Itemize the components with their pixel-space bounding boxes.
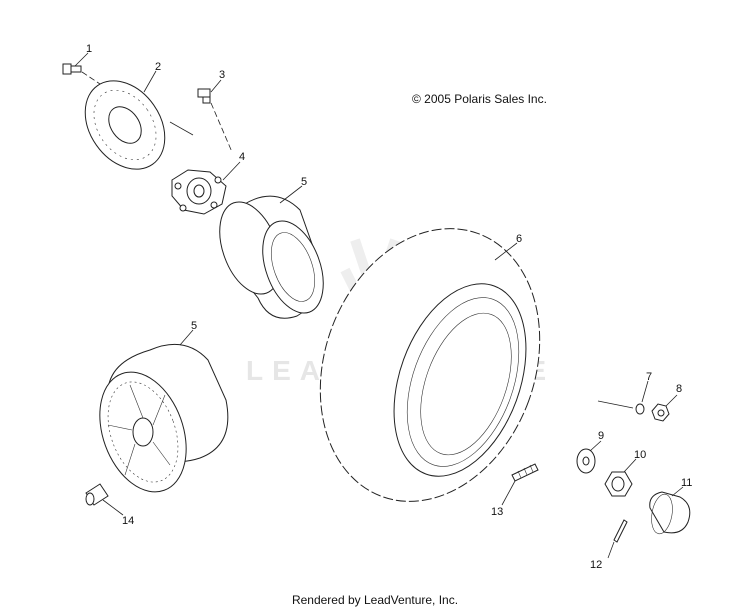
- footer-credit: Rendered by LeadVenture, Inc.: [291, 593, 459, 607]
- leader-line: [597, 400, 634, 409]
- callout-5-upper: 5: [301, 176, 307, 188]
- callout-5-lower: 5: [191, 320, 197, 332]
- callout-14: 14: [122, 515, 134, 527]
- part-13-wheel-stud[interactable]: [511, 463, 539, 482]
- part-8-nut[interactable]: [651, 403, 670, 422]
- callout-6: 6: [516, 233, 522, 245]
- callout-1: 1: [86, 43, 92, 55]
- leader-line: [210, 102, 233, 153]
- part-2-brake-disc[interactable]: [69, 66, 181, 185]
- callout-11: 11: [681, 477, 692, 489]
- part-9-washer[interactable]: [576, 448, 596, 474]
- callout-12: 12: [590, 559, 602, 571]
- part-1-bolt[interactable]: [62, 63, 82, 75]
- callout-10: 10: [634, 449, 646, 461]
- callout-13: 13: [491, 506, 503, 518]
- part-5-wheel-rim-lower[interactable]: [84, 343, 229, 504]
- callout-numbers: 1 2 3 4 5 6 5 7 8 9 10 11 12 13 14: [86, 43, 692, 571]
- leader-line: [81, 71, 104, 87]
- part-4-hub[interactable]: [171, 169, 227, 215]
- part-12-cotter-pin[interactable]: [613, 519, 628, 543]
- callout-4: 4: [239, 151, 245, 163]
- part-11-hub-cap[interactable]: [649, 491, 691, 535]
- callout-8: 8: [676, 383, 682, 395]
- part-10-castle-nut[interactable]: [604, 471, 633, 497]
- callout-leaders: [74, 52, 684, 559]
- copyright-text: © 2005 Polaris Sales Inc.: [412, 92, 547, 106]
- part-5-wheel-rim-upper[interactable]: [208, 194, 335, 322]
- part-14-lug-nut[interactable]: [85, 483, 109, 506]
- part-3-stud[interactable]: [197, 88, 211, 104]
- part-7-washer[interactable]: [635, 403, 645, 415]
- callout-7: 7: [646, 371, 652, 383]
- callout-2: 2: [155, 61, 161, 73]
- callout-3: 3: [219, 69, 225, 81]
- callout-9: 9: [598, 430, 604, 442]
- part-6-tire[interactable]: [283, 198, 576, 533]
- leader-line: [169, 121, 194, 136]
